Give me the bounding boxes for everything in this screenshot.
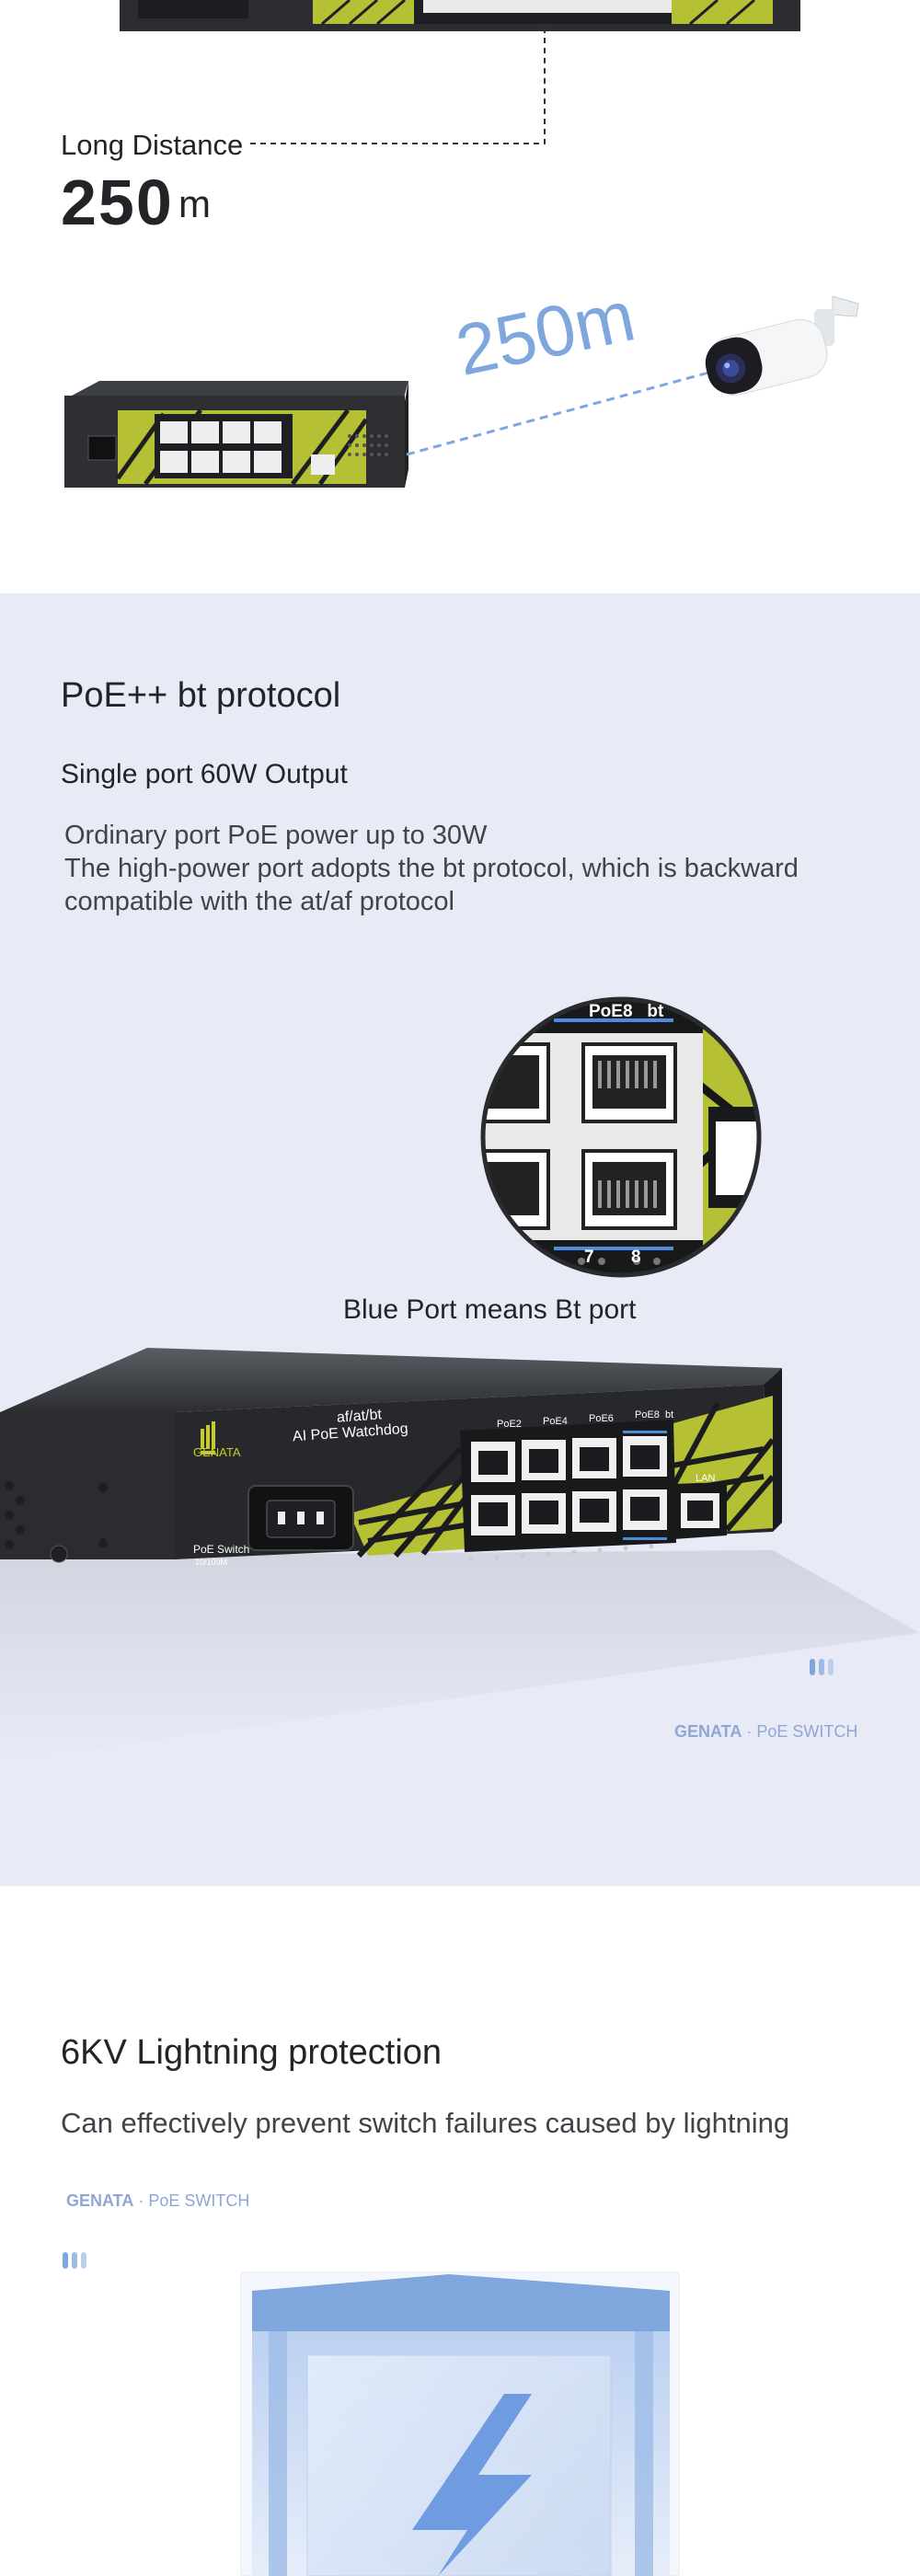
device-poe6-label: PoE6 [589, 1413, 614, 1424]
lightning-shield-icon [240, 2271, 680, 2576]
poe-desc-line-1: Ordinary port PoE power up to 30W [64, 821, 488, 850]
lightning-section: 6KV Lightning protection Can effectively… [0, 1886, 920, 2576]
zoom-port-8-label: 8 [631, 1248, 641, 1267]
decorative-dots [810, 1659, 837, 1680]
blue-port-caption: Blue Port means Bt port [343, 1294, 637, 1325]
switch-front-crop-image [120, 0, 800, 31]
security-camera-icon [705, 295, 859, 396]
poe-title: PoE++ bt protocol [61, 676, 341, 715]
distance-number: 250 [61, 167, 174, 238]
brand-separator: · [746, 1722, 753, 1741]
device-poe2-label: PoE2 [497, 1419, 522, 1430]
brand-product: PoE SWITCH [756, 1722, 858, 1741]
poe-subtitle: Single port 60W Output [61, 759, 348, 789]
cable-distance-line [406, 370, 713, 456]
brand-footer-poe: GENATA · PoE SWITCH [674, 1722, 857, 1742]
switch-illustration-large: GENATA af/at/bt AI PoE Watchdog PoE Swit… [0, 1339, 920, 1762]
zoom-port-7-label: 7 [584, 1248, 594, 1267]
long-distance-label: Long Distance [61, 129, 244, 161]
zoom-port-header: PoE8 bt [589, 1002, 664, 1021]
lightning-description: Can effectively prevent switch failures … [61, 2107, 790, 2139]
device-brand-label: GENATA [193, 1445, 241, 1459]
device-speed-label: 10/100M [195, 1558, 228, 1567]
device-model-label: PoE Switch [193, 1543, 250, 1556]
brand-separator: · [138, 2191, 144, 2210]
lightning-title: 6KV Lightning protection [61, 2033, 443, 2072]
callout-leader-line [248, 28, 546, 144]
long-distance-section: Long Distance 250 m 250m [0, 0, 920, 593]
brand-name: GENATA [674, 1722, 742, 1741]
port-zoom-circle: PoE8 bt 7 8 [480, 996, 762, 1278]
device-lan-label: LAN [696, 1473, 716, 1484]
decorative-dots [63, 2252, 90, 2273]
brand-name: GENATA [66, 2191, 134, 2210]
poe-bt-section: PoE++ bt protocol Single port 60W Output… [0, 593, 920, 1886]
brand-product: PoE SWITCH [148, 2191, 250, 2210]
brand-footer-lightning: GENATA · PoE SWITCH [66, 2191, 249, 2211]
poe-description: Ordinary port PoE power up to 30W The hi… [64, 819, 892, 918]
device-poe4-label: PoE4 [543, 1416, 568, 1427]
device-poe8-label: PoE8 bt [635, 1409, 674, 1420]
switch-illustration-small [64, 381, 408, 488]
poe-desc-line-2: The high-power port adopts the bt protoc… [64, 854, 799, 883]
distance-unit: m [178, 182, 211, 225]
poe-desc-line-3: compatible with the at/af protocol [64, 887, 454, 916]
